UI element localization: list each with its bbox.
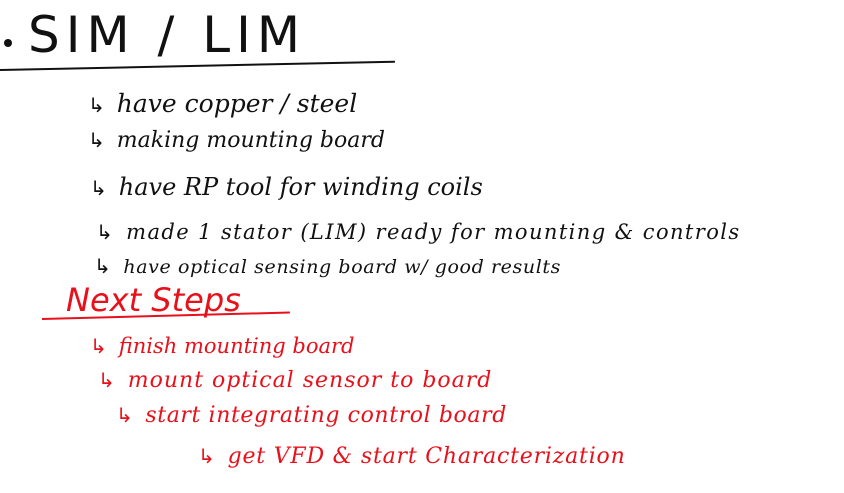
title-row: SIM / LIM bbox=[4, 6, 306, 64]
status-item: ↳ have optical sensing board w/ good resu… bbox=[94, 256, 561, 277]
hook-arrow-icon: ↳ bbox=[90, 334, 107, 358]
next-step-item: ↳ finish mounting board bbox=[90, 336, 354, 357]
next-step-item: ↳ get VFD & start Characterization bbox=[198, 446, 626, 468]
hook-arrow-icon: ↳ bbox=[88, 128, 105, 152]
hook-arrow-icon: ↳ bbox=[90, 176, 107, 200]
status-item: ↳ have RP tool for winding coils bbox=[90, 175, 483, 199]
next-step-item: ↳ start integrating control board bbox=[116, 405, 507, 427]
next-step-text: mount optical sensor to board bbox=[127, 368, 493, 393]
status-item-text: have optical sensing board w/ good resul… bbox=[123, 256, 561, 278]
page-title: SIM / LIM bbox=[28, 6, 306, 64]
status-item: ↳ making mounting board bbox=[88, 130, 385, 152]
hook-arrow-icon: ↳ bbox=[96, 220, 115, 244]
hook-arrow-icon: ↳ bbox=[88, 93, 105, 117]
status-item: ↳ made 1 stator (LIM) ready for mounting … bbox=[96, 222, 741, 243]
status-item-text: have copper / steel bbox=[116, 89, 358, 118]
status-item-text: have RP tool for winding coils bbox=[118, 173, 483, 201]
status-item-text: making mounting board bbox=[116, 128, 385, 153]
hook-arrow-icon: ↳ bbox=[98, 368, 116, 392]
next-step-text: get VFD & start Characterization bbox=[227, 444, 626, 469]
status-item: ↳ have copper / steel bbox=[88, 91, 357, 116]
hook-arrow-icon: ↳ bbox=[116, 403, 134, 427]
hook-arrow-icon: ↳ bbox=[94, 254, 112, 278]
next-step-item: ↳ mount optical sensor to board bbox=[98, 370, 492, 392]
next-steps-heading: Next Steps bbox=[66, 281, 241, 319]
bullet-dot-icon bbox=[4, 39, 12, 47]
next-step-text: finish mounting board bbox=[118, 334, 355, 358]
hook-arrow-icon: ↳ bbox=[198, 444, 216, 468]
status-item-text: made 1 stator (LIM) ready for mounting &… bbox=[126, 220, 741, 244]
next-step-text: start integrating control board bbox=[145, 403, 507, 428]
